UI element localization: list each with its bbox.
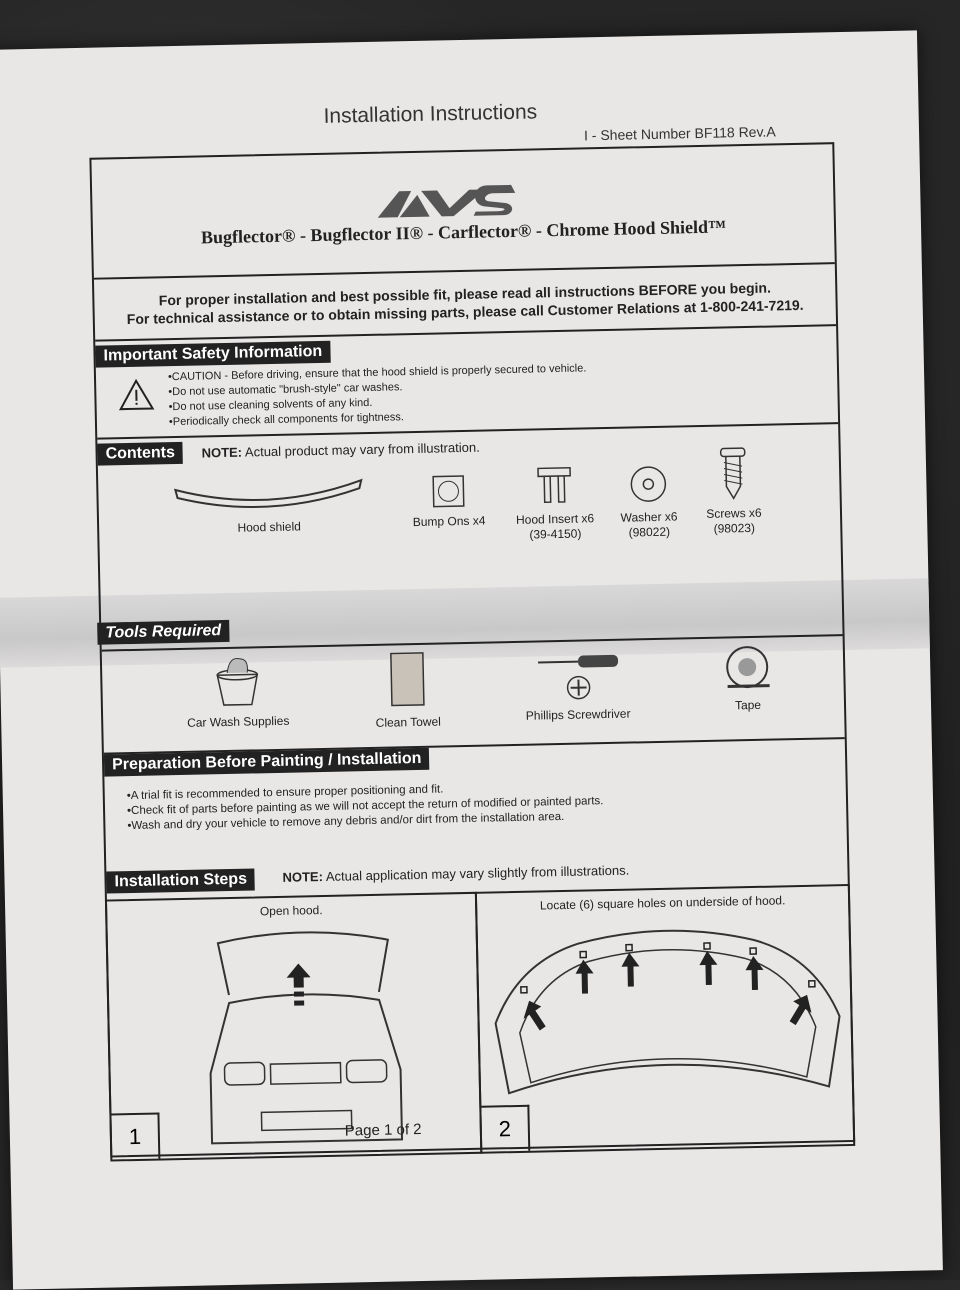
divider <box>103 737 845 755</box>
hood-insert-item: Hood Insert x6(39-4150) <box>508 465 602 543</box>
contents-heading: Contents <box>97 441 184 466</box>
product-names: Bugflector® - Bugflector II® - Carflecto… <box>200 216 727 248</box>
tape-icon <box>726 646 770 689</box>
read-instructions-notice: For proper installation and best possibl… <box>94 277 836 329</box>
preparation-list: A trial fit is recommended to ensure pro… <box>127 779 604 834</box>
car-open-hood-icon <box>209 931 404 1145</box>
bump-on-icon <box>432 475 465 508</box>
steps-note: NOTE: Actual application may vary slight… <box>282 862 630 885</box>
sheet-number: I - Sheet Number BF118 Rev.A <box>583 123 776 144</box>
instruction-frame: Bugflector® - Bugflector II® - Carflecto… <box>89 142 856 1162</box>
safety-list: CAUTION - Before driving, ensure that th… <box>168 361 588 430</box>
screws-item: Screws x6(98023) <box>693 446 775 538</box>
tool-clean-towel: Clean Towel <box>347 648 469 731</box>
step-1-panel: Open hood. 1 <box>104 891 483 1162</box>
towel-icon <box>390 652 425 707</box>
step-number: 2 <box>481 1104 531 1152</box>
tools-heading: Tools Required <box>97 619 230 645</box>
screwdriver-icon <box>538 654 619 700</box>
step-2-panel: Locate (6) square holes on underside of … <box>474 883 856 1154</box>
avs-logo <box>377 184 516 218</box>
contents-note: NOTE: Actual product may vary from illus… <box>201 439 480 461</box>
hood-shield-icon <box>173 478 363 509</box>
hood-underside-icon <box>494 929 841 1095</box>
document-title: Installation Instructions <box>323 100 538 128</box>
divider <box>93 262 835 280</box>
hood-insert-icon <box>537 466 571 504</box>
step-caption: Open hood. <box>259 903 323 919</box>
page-number: Page 1 of 2 <box>344 1121 422 1140</box>
step-number: 1 <box>111 1112 161 1160</box>
bump-ons-item: Bump Ons x4 <box>408 473 489 530</box>
divider <box>95 324 837 342</box>
washer-icon <box>630 466 667 502</box>
tool-tape: Tape <box>697 641 798 714</box>
safety-heading: Important Safety Information <box>95 340 331 368</box>
screw-icon <box>719 447 746 500</box>
warning-triangle-icon <box>118 378 155 411</box>
washer-item: Washer x6(98022) <box>608 463 690 541</box>
tool-phillips-screwdriver: Phillips Screwdriver <box>502 644 654 724</box>
hood-shield-item: Hood shield <box>173 472 364 537</box>
instruction-sheet: Installation Instructions I - Sheet Numb… <box>0 30 943 1290</box>
installation-steps-heading: Installation Steps <box>106 868 256 894</box>
bucket-icon <box>216 658 259 706</box>
step-caption: Locate (6) square holes on underside of … <box>539 893 786 913</box>
tool-car-wash-supplies: Car Wash Supplies <box>172 651 304 731</box>
